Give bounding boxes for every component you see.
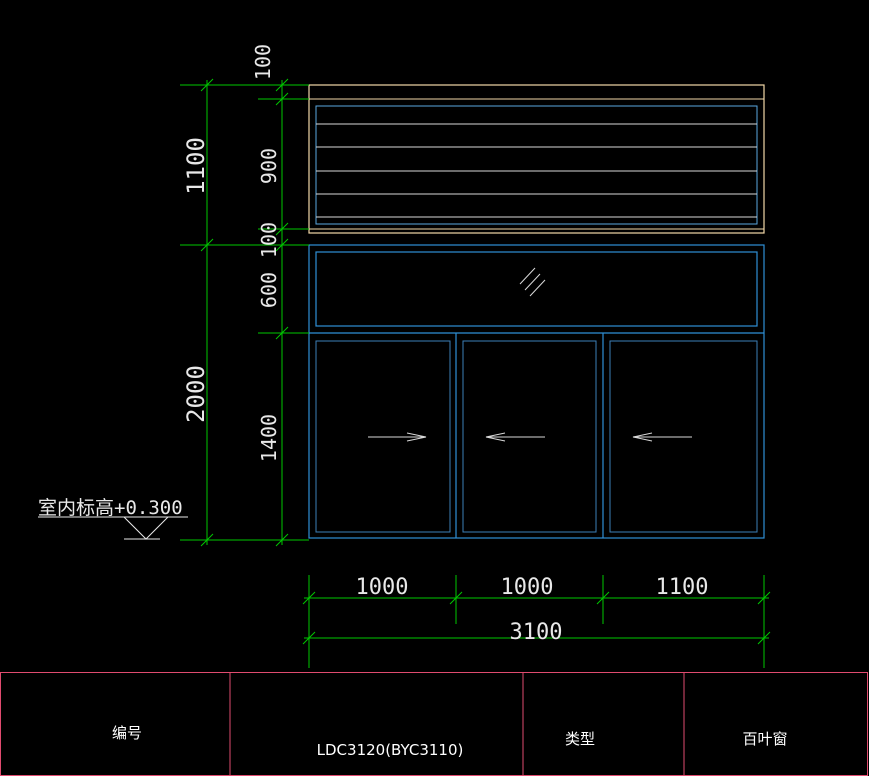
table-type-label: 类型 — [565, 730, 595, 748]
window-outer-frame — [308, 244, 765, 539]
table-type-value: 百叶窗 — [742, 730, 787, 748]
sash-left — [315, 340, 451, 533]
elevation-label: 室内标高+0.300 — [38, 497, 183, 519]
vertical-dimension-lines — [180, 78, 309, 547]
dim-inner-top-band: 100 — [251, 44, 275, 80]
window-section — [308, 244, 765, 539]
louver-inner-frame — [315, 105, 758, 225]
dim-inner-louver: 900 — [257, 148, 281, 184]
fixed-pane — [315, 251, 758, 327]
slide-arrow-left-middle — [485, 432, 545, 442]
slide-arrow-left-right — [632, 432, 692, 442]
glass-mark — [519, 267, 546, 297]
dim-outer-upper: 1100 — [182, 137, 210, 195]
sash-middle — [462, 340, 597, 533]
table-code-value: LDC3120(BYC3110) — [317, 741, 464, 759]
sash-right — [609, 340, 758, 533]
table-code-label: 编号 — [112, 724, 142, 742]
slide-arrow-right — [368, 432, 427, 442]
elevation-marker — [38, 516, 188, 540]
dim-width-left: 1000 — [356, 575, 409, 600]
horizontal-dimension-lines — [302, 575, 771, 668]
dim-width-middle: 1000 — [501, 575, 554, 600]
louver-section — [308, 84, 765, 234]
louver-slats — [316, 123, 757, 218]
dim-width-right: 1100 — [656, 575, 709, 600]
dim-width-total: 3100 — [510, 620, 563, 645]
dim-inner-bottom-band: 100 — [257, 222, 281, 258]
dim-inner-fixed-pane: 600 — [257, 272, 281, 308]
dim-inner-sashes: 1400 — [257, 414, 281, 462]
louver-outer-frame — [308, 84, 765, 234]
dim-outer-lower: 2000 — [182, 365, 210, 423]
